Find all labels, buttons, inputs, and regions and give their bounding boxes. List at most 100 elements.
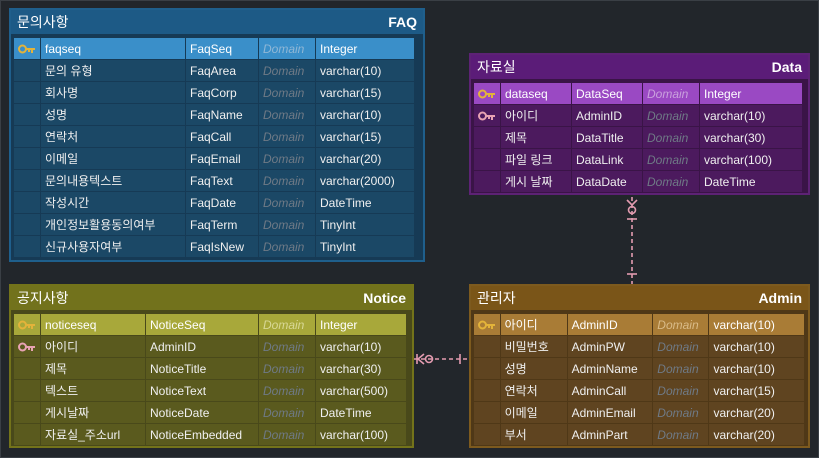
attribute-datatype: varchar(20): [316, 148, 414, 169]
entity-header[interactable]: 문의사항 FAQ: [11, 10, 423, 34]
foreign-key-icon: [18, 342, 35, 351]
attribute-domain: Domain: [643, 171, 699, 192]
attribute-physical-name: AdminID: [146, 336, 258, 357]
attribute-logical-name: noticeseq: [41, 314, 145, 335]
attribute-domain: Domain: [643, 105, 699, 126]
entity-header[interactable]: 자료실 Data: [471, 55, 808, 79]
attribute-logical-name: 제목: [41, 358, 145, 379]
primary-key-icon: [18, 44, 35, 53]
attribute-physical-name: FaqText: [186, 170, 258, 191]
attribute-physical-name: FaqSeq: [186, 38, 258, 59]
attribute-domain: Domain: [653, 424, 709, 445]
primary-key-icon: [477, 320, 495, 329]
key-icon-cell: [14, 424, 40, 445]
attribute-physical-name: AdminPW: [567, 336, 653, 357]
attribute-logical-name: 연락처: [500, 380, 567, 401]
key-icon-cell: [474, 149, 500, 170]
attribute-logical-name: 개인정보활용동의여부: [41, 214, 185, 235]
attribute-datatype: varchar(20): [709, 402, 805, 423]
key-icon-cell: [14, 126, 40, 147]
attribute-logical-name: 성명: [41, 104, 185, 125]
attribute-datatype: varchar(500): [316, 380, 406, 401]
attribute-datatype: varchar(2000): [316, 170, 414, 191]
key-icon-cell: [14, 82, 40, 103]
attribute-domain: Domain: [259, 358, 315, 379]
attribute-domain: Domain: [643, 149, 699, 170]
attribute-logical-name: 파일 링크: [501, 149, 571, 170]
attribute-datatype: varchar(30): [700, 127, 802, 148]
attribute-datatype: varchar(15): [316, 82, 414, 103]
attribute-logical-name: 이메일: [41, 148, 185, 169]
key-icon-cell: [474, 83, 500, 104]
attribute-physical-name: AdminName: [567, 358, 653, 379]
attribute-logical-name: dataseq: [501, 83, 571, 104]
attribute-logical-name: 제목: [501, 127, 571, 148]
attribute-physical-name: AdminID: [572, 105, 642, 126]
primary-key-icon: [478, 89, 495, 98]
attribute-datatype: varchar(10): [709, 336, 805, 357]
attribute-physical-name: FaqDate: [186, 192, 258, 213]
attribute-domain: Domain: [653, 336, 709, 357]
entity-logical-name: 공지사항: [17, 291, 69, 307]
attribute-logical-name: 성명: [500, 358, 567, 379]
attribute-datatype: varchar(100): [316, 424, 406, 445]
attribute-domain: Domain: [653, 358, 709, 379]
attribute-domain: Domain: [643, 127, 699, 148]
attribute-physical-name: DataDate: [572, 171, 642, 192]
key-icon-cell: [474, 380, 500, 401]
entity-physical-name: FAQ: [388, 14, 417, 30]
attribute-datatype: varchar(15): [316, 126, 414, 147]
attribute-datatype: DateTime: [316, 402, 406, 423]
key-icon-cell: [14, 380, 40, 401]
entity-logical-name: 자료실: [477, 60, 516, 76]
key-icon-cell: [14, 236, 40, 257]
key-icon-cell: [14, 214, 40, 235]
key-icon-cell: [14, 170, 40, 191]
attribute-logical-name: 신규사용자여부: [41, 236, 185, 257]
attribute-logical-name: 작성시간: [41, 192, 185, 213]
entity-header[interactable]: 공지사항 Notice: [11, 286, 412, 310]
attribute-datatype: DateTime: [316, 192, 414, 213]
attribute-datatype: varchar(15): [709, 380, 805, 401]
foreign-key-icon: [478, 111, 495, 120]
attribute-physical-name: AdminPart: [567, 424, 653, 445]
key-icon-cell: [14, 358, 40, 379]
attribute-logical-name: 이메일: [500, 402, 567, 423]
attribute-domain: Domain: [259, 104, 315, 125]
attribute-domain: Domain: [643, 83, 699, 104]
attribute-logical-name: 게시날짜: [41, 402, 145, 423]
entity-header[interactable]: 관리자 Admin: [471, 286, 808, 310]
